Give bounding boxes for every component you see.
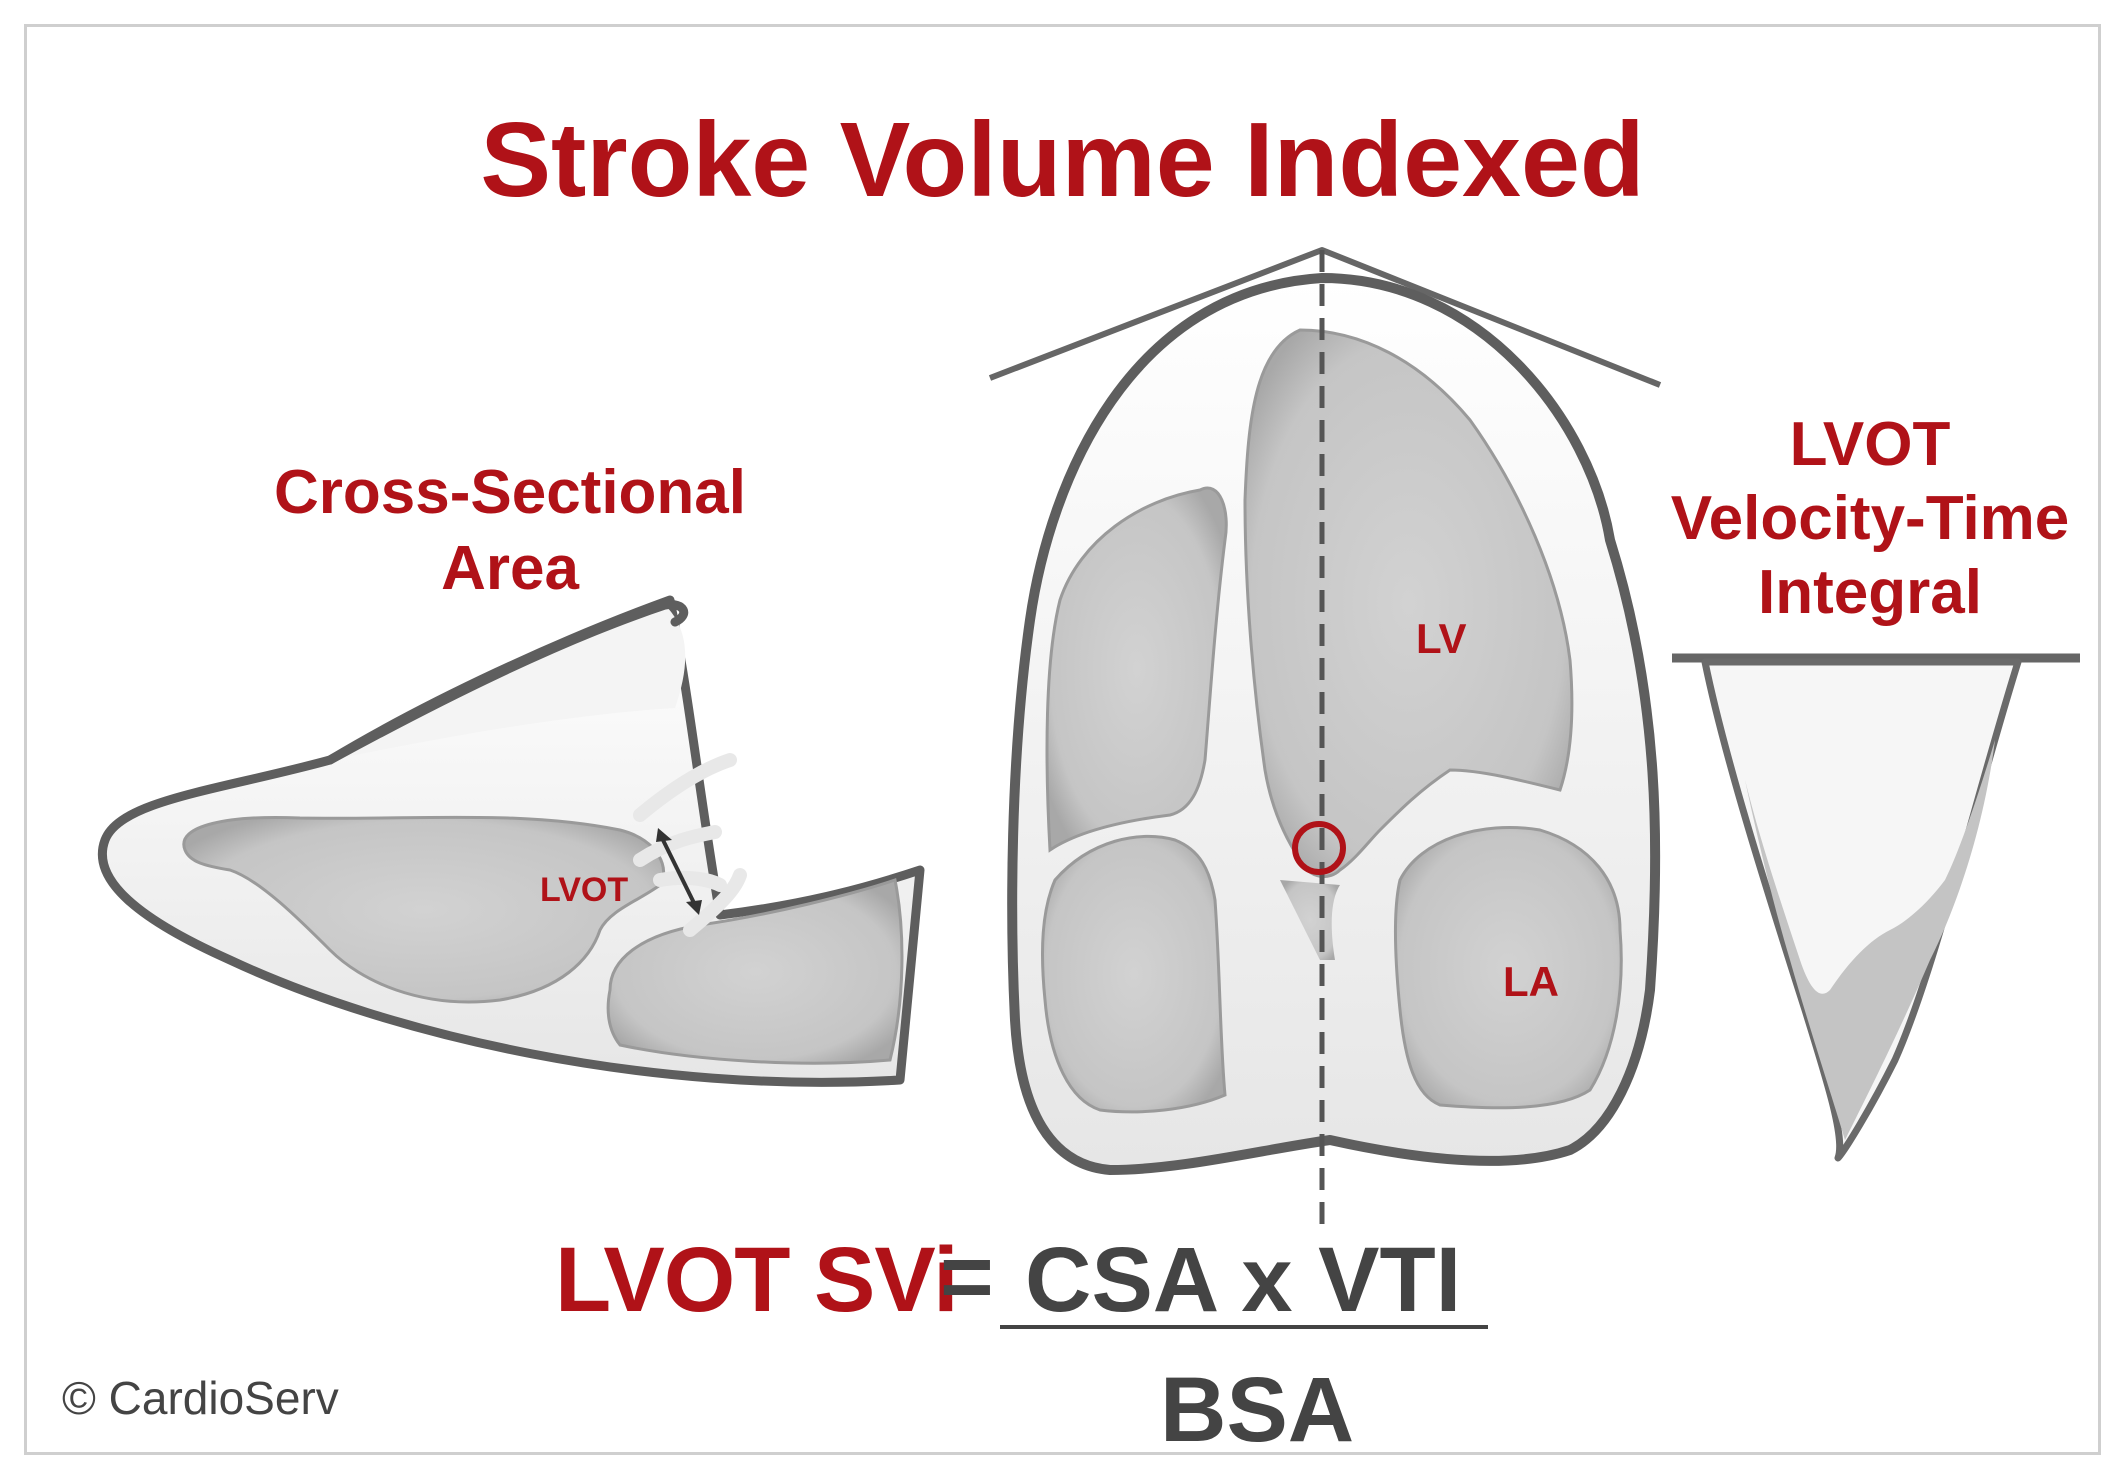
lvot-diameter-arrow [660,837,697,906]
vti-label-line3: Integral [1758,558,1982,627]
vti-label-line1: LVOT [1789,410,1951,479]
copyright-text: © CardioServ [62,1372,339,1424]
a4c-lv-cavity [1243,328,1574,879]
csa-label-line1: Cross-Sectional [273,458,747,527]
a4c-rv-cavity [1045,486,1228,853]
fraction-bar [1000,1325,1488,1329]
lvot-arrowhead-bottom [686,900,702,915]
a4c-la-cavity [1394,825,1623,1110]
vti-doppler [1672,653,2080,1162]
plax-lv-cavity [182,815,666,1004]
image-border [24,24,2101,1455]
plax-heart [97,595,925,1087]
plax-anterior-wall-edge [325,600,689,765]
a4c-ra-cavity [1040,834,1227,1114]
vti-label: LVOT Velocity-Time Integral [1620,408,2120,630]
cross-sectional-area-label: Cross-Sectional Area [230,455,790,607]
plax-septum-band [330,605,686,760]
page-title: Stroke Volume Indexed [480,101,1645,219]
csa-label-line2: Area [441,534,579,603]
vti-label-line2: Velocity-Time [1670,484,2070,553]
formula-equals: = [940,1226,994,1328]
lvot-label: LVOT [540,871,629,909]
vti-spectral-fill [1745,740,1995,1140]
a4c-heart [988,247,1662,1235]
la-chamber-label: LA [1503,958,1559,1005]
sample-volume-marker [1292,821,1346,875]
lv-chamber-label: LV [1416,615,1467,662]
formula-numerator: CSA x VTI [1025,1229,1462,1331]
formula-denominator: BSA [1160,1359,1355,1461]
formula-lhs: LVOT SVi [555,1229,959,1331]
lvot-arrowhead-top [656,828,672,842]
plax-valve-leaflets [633,753,747,937]
a4c-lvot-channel [1280,880,1340,960]
